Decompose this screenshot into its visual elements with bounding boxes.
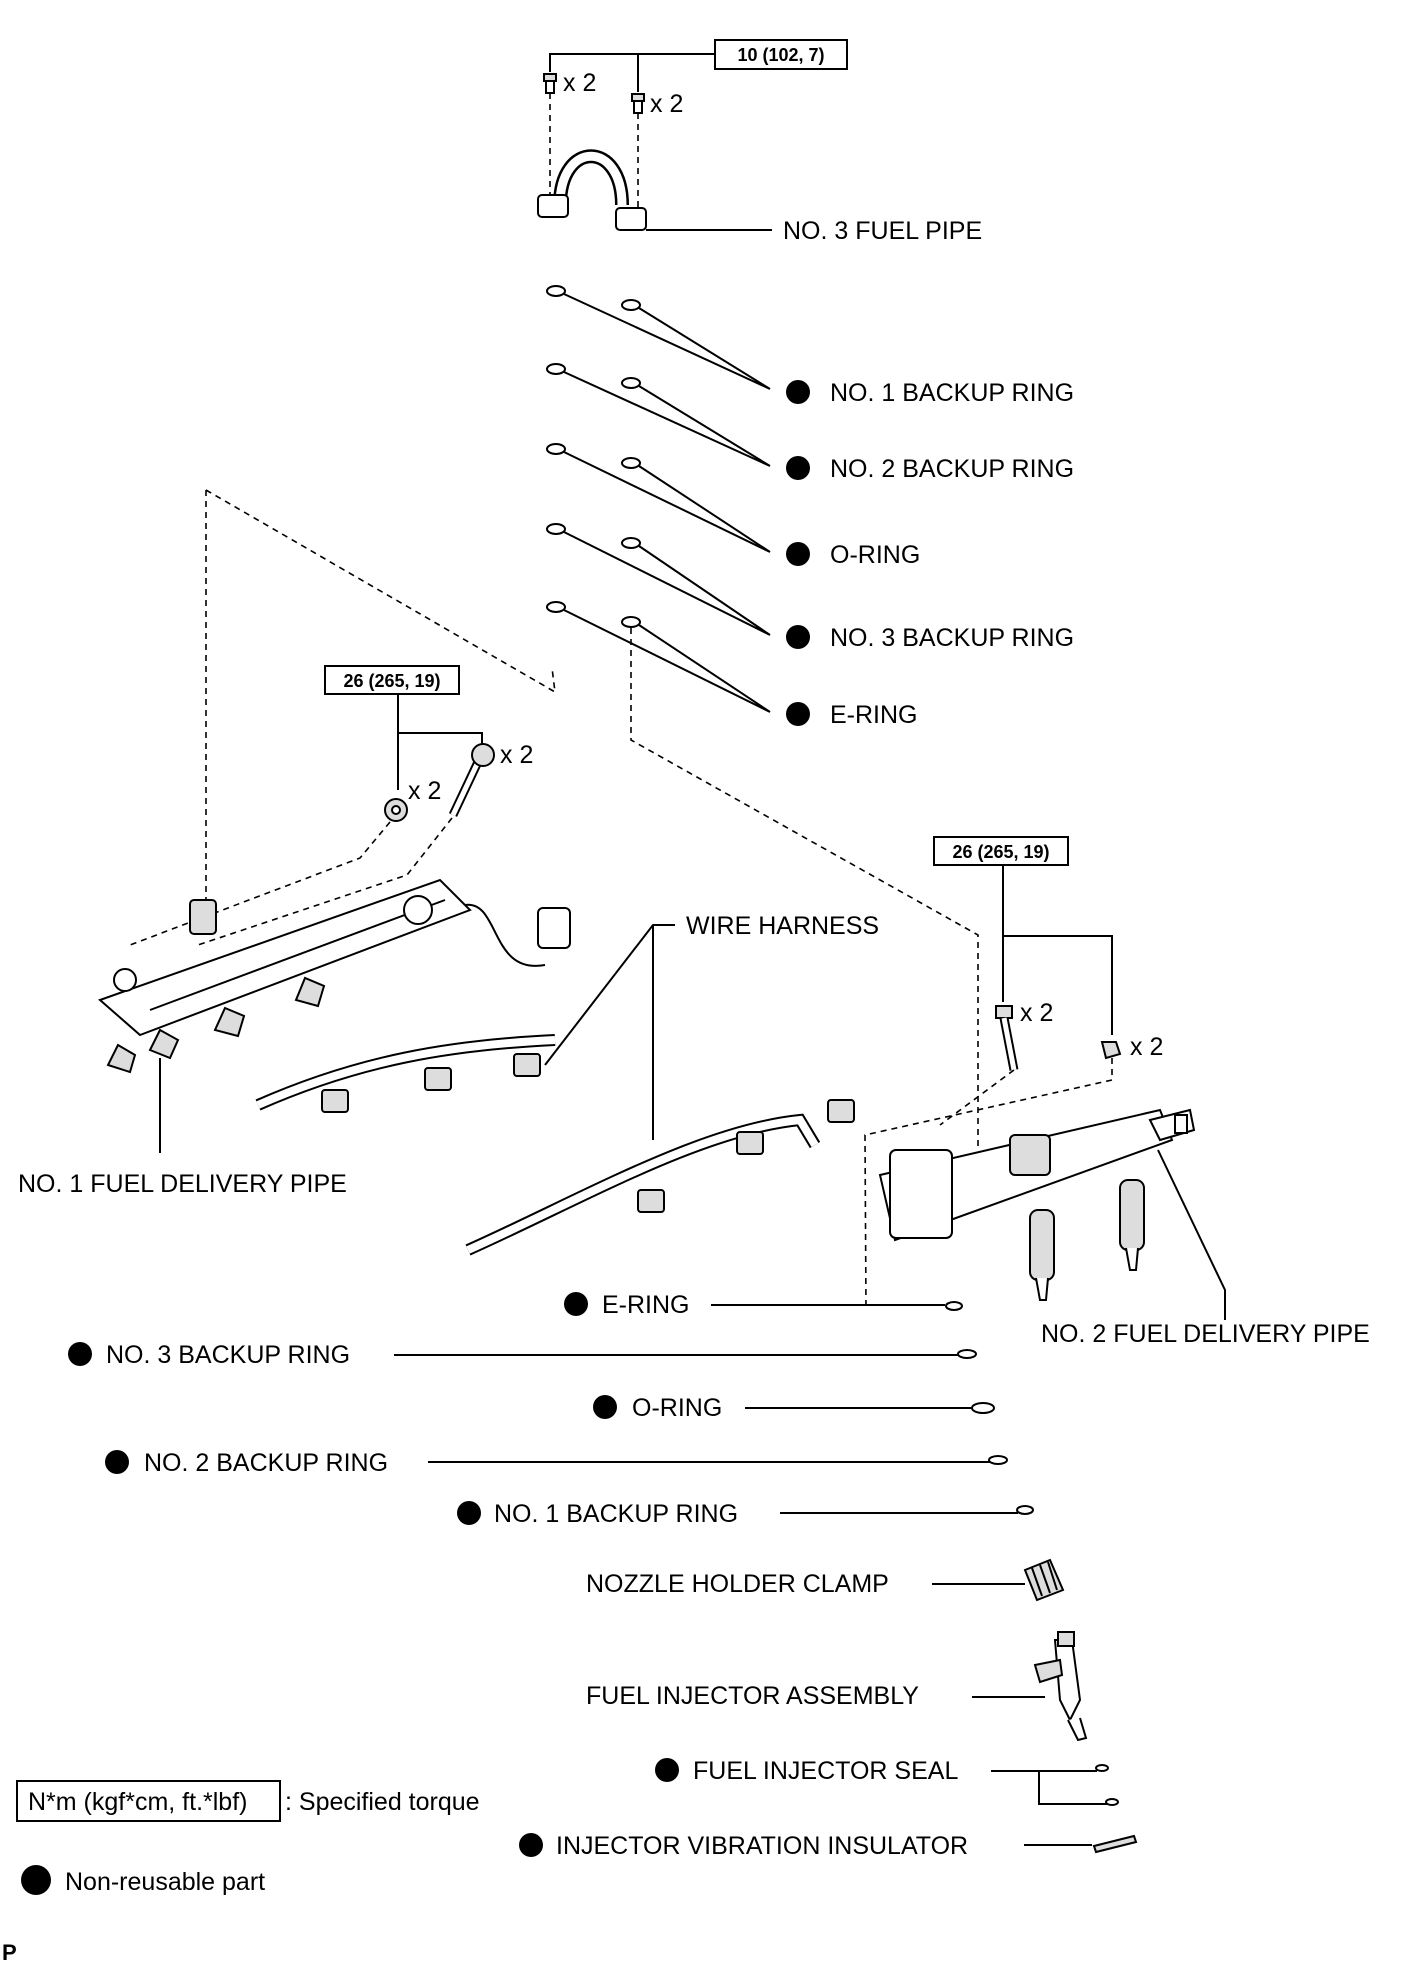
- non-reusable-marker: [786, 456, 810, 480]
- injector-port: [1029, 1179, 1145, 1301]
- label-lower-no3-backup-ring: NO. 3 BACKUP RING: [106, 1341, 350, 1369]
- legend-non-reusable: Non-reusable part: [21, 1865, 265, 1896]
- label-lower-e-ring: E-RING: [602, 1291, 690, 1319]
- left-delivery-pipe-bolt: [448, 743, 495, 817]
- legend-non-reusable-text: Non-reusable part: [65, 1868, 265, 1896]
- lower-no3-backup-ring-part: [957, 1349, 977, 1359]
- right-delivery-pipe-bolt: [995, 1005, 1019, 1071]
- label-upper-o-ring: O-RING: [830, 541, 920, 569]
- corner-letter: P: [2, 1940, 17, 1963]
- non-reusable-marker: [593, 1395, 617, 1419]
- label-upper-no2-backup-ring: NO. 2 BACKUP RING: [830, 455, 1074, 483]
- label-upper-no3-backup-ring: NO. 3 BACKUP RING: [830, 624, 1074, 652]
- non-reusable-marker: [105, 1450, 129, 1474]
- qty-label: x 2: [1020, 999, 1053, 1027]
- non-reusable-marker: [786, 542, 810, 566]
- no1-fuel-delivery-pipe: [98, 878, 571, 1153]
- injector-vibration-insulator-part: [1092, 1834, 1138, 1854]
- qty-label: x 2: [650, 90, 683, 118]
- upper-ring-stack: [546, 285, 771, 713]
- nozzle-holder-clamp-part: [1023, 1558, 1065, 1602]
- label-upper-e-ring: E-RING: [830, 701, 918, 729]
- non-reusable-marker: [457, 1501, 481, 1525]
- fuel-injector-seal-part: [1095, 1764, 1109, 1772]
- non-reusable-marker: [786, 380, 810, 404]
- fuel-injector-seal-part: [1105, 1798, 1119, 1806]
- fuel-injector-assembly-part: [1033, 1631, 1088, 1742]
- legend-torque: N*m (kgf*cm, ft.*lbf) : Specified torque: [16, 1780, 480, 1822]
- label-no1-fuel-delivery-pipe: NO. 1 FUEL DELIVERY PIPE: [18, 1170, 347, 1198]
- legend-torque-desc: : Specified torque: [285, 1788, 480, 1816]
- fuel-pipe-bolt-left: [543, 73, 557, 94]
- right-delivery-pipe-nut: [1100, 1041, 1122, 1060]
- lower-e-ring-part: [945, 1301, 963, 1311]
- no3-fuel-pipe: [537, 149, 647, 231]
- qty-label: x 2: [563, 69, 596, 97]
- non-reusable-marker: [68, 1342, 92, 1366]
- qty-label: x 2: [1130, 1033, 1163, 1061]
- fuel-pipe-bolt-right: [631, 93, 645, 114]
- left-delivery-pipe-nut: [384, 798, 408, 822]
- label-injector-vibration-insulator: INJECTOR VIBRATION INSULATOR: [556, 1832, 968, 1860]
- non-reusable-marker: [786, 702, 810, 726]
- label-no2-fuel-delivery-pipe: NO. 2 FUEL DELIVERY PIPE: [1041, 1320, 1370, 1348]
- lower-no2-backup-ring-part: [988, 1455, 1008, 1465]
- label-no3-fuel-pipe: NO. 3 FUEL PIPE: [783, 217, 982, 245]
- label-fuel-injector-assembly: FUEL INJECTOR ASSEMBLY: [586, 1682, 919, 1710]
- right-delivery-pipe-torque-callout: 26 (265, 19): [933, 836, 1113, 1035]
- non-reusable-marker: [564, 1292, 588, 1316]
- label-fuel-injector-seal: FUEL INJECTOR SEAL: [693, 1757, 958, 1785]
- non-reusable-marker: [519, 1833, 543, 1857]
- label-lower-o-ring: O-RING: [632, 1394, 722, 1422]
- label-upper-no1-backup-ring: NO. 1 BACKUP RING: [830, 379, 1074, 407]
- left-delivery-pipe-torque-callout: 26 (265, 19): [324, 665, 483, 790]
- lower-o-ring-part: [971, 1402, 995, 1414]
- label-nozzle-holder-clamp: NOZZLE HOLDER CLAMP: [586, 1570, 889, 1598]
- no2-fuel-delivery-pipe: [878, 1108, 1196, 1301]
- lower-no1-backup-ring-part: [1016, 1505, 1034, 1515]
- fuel-pipe-torque-callout: 10 (102, 7): [549, 39, 848, 92]
- label-lower-no1-backup-ring: NO. 1 BACKUP RING: [494, 1500, 738, 1528]
- label-lower-no2-backup-ring: NO. 2 BACKUP RING: [144, 1449, 388, 1477]
- legend-torque-unit-box: N*m (kgf*cm, ft.*lbf): [28, 1788, 247, 1816]
- non-reusable-marker: [786, 625, 810, 649]
- label-wire-harness: WIRE HARNESS: [686, 912, 879, 940]
- non-reusable-marker: [655, 1758, 679, 1782]
- qty-label: x 2: [408, 777, 441, 805]
- injector-port: [106, 976, 326, 1074]
- torque-spec-left-delivery-pipe: 26 (265, 19): [343, 671, 440, 691]
- qty-label: x 2: [500, 741, 533, 769]
- torque-spec-right-delivery-pipe: 26 (265, 19): [952, 842, 1049, 862]
- torque-spec-fuel-pipe: 10 (102, 7): [737, 45, 824, 65]
- wire-harness: [255, 1034, 855, 1256]
